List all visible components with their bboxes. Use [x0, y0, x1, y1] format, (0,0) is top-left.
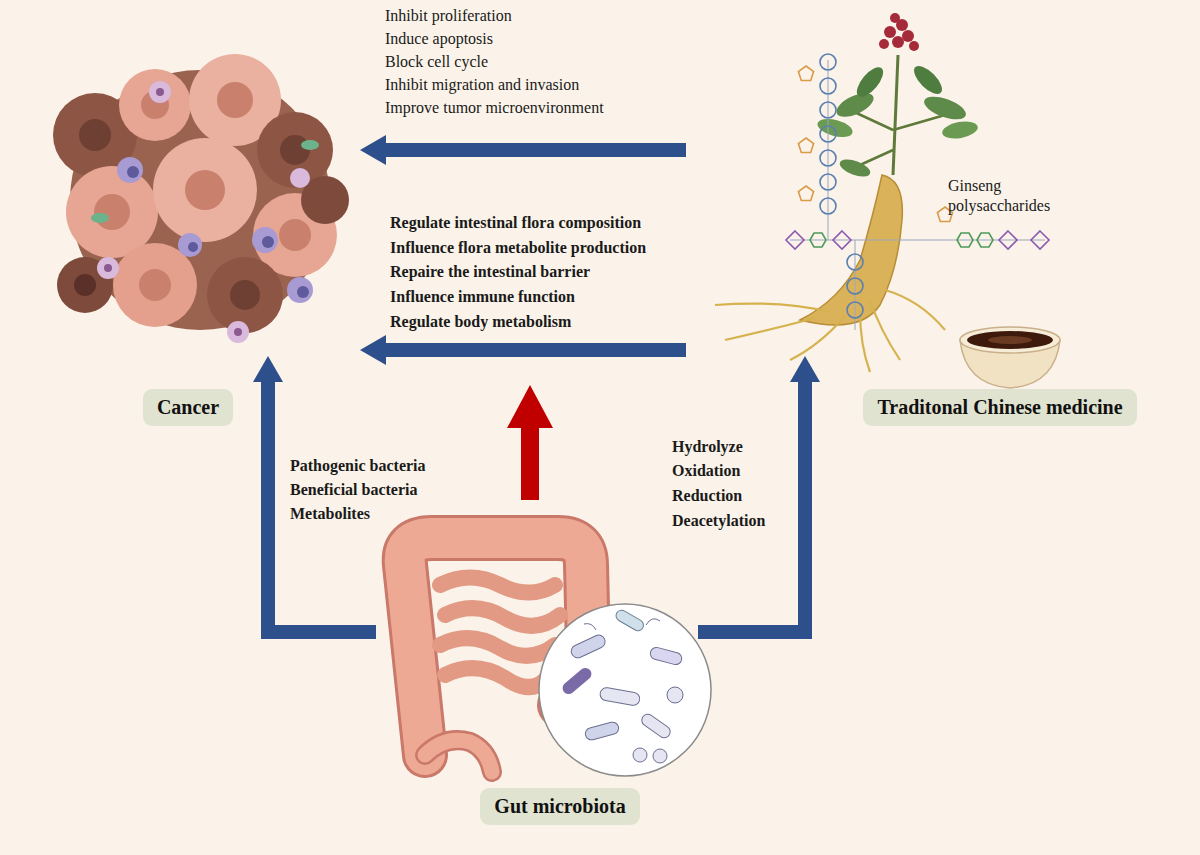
bacteria-lens: [539, 604, 711, 776]
box-text: Cancer: [157, 395, 219, 420]
list-item: Inhibit migration and invasion: [385, 75, 579, 95]
flow-arrow: [360, 335, 686, 365]
list-item: Hydrolyze: [672, 437, 743, 457]
box-text: Gut microbiota: [494, 794, 625, 819]
list-item: Improve tumor microenvironment: [385, 98, 604, 118]
list-item: Influence immune function: [390, 287, 575, 307]
list-item: Pathogenic bacteria: [290, 456, 426, 476]
label-box: Traditonal Chinese medicine: [863, 389, 1136, 426]
list-item: Repaire the intestinal barrier: [390, 262, 590, 282]
tumor-cells: [53, 54, 349, 343]
list-item: Regulate body metabolism: [390, 312, 571, 332]
list-item: Influence flora metabolite production: [390, 238, 646, 258]
label-box: Cancer: [143, 389, 233, 426]
ginseng-illustration: [715, 13, 979, 372]
flow-arrow: [360, 135, 686, 165]
list-item: Reduction: [672, 486, 742, 506]
illustration-label: Ginseng polysaccharides: [948, 176, 1050, 216]
box-text: Traditonal Chinese medicine: [877, 395, 1122, 420]
list-item: Inhibit proliferation: [385, 6, 512, 26]
list-item: Oxidation: [672, 461, 740, 481]
list-item: Induce apoptosis: [385, 29, 493, 49]
polysaccharide-chain: [786, 54, 1049, 330]
interaction-arrow: [507, 385, 553, 500]
list-item: Deacetylation: [672, 511, 765, 531]
list-item: Regulate intestinal flora composition: [390, 213, 641, 233]
label-box: Gut microbiota: [480, 788, 639, 825]
list-item: Metabolites: [290, 504, 370, 524]
list-item: Block cell cycle: [385, 52, 488, 72]
decoction-bowl: [960, 327, 1060, 388]
list-item: Beneficial bacteria: [290, 480, 418, 500]
